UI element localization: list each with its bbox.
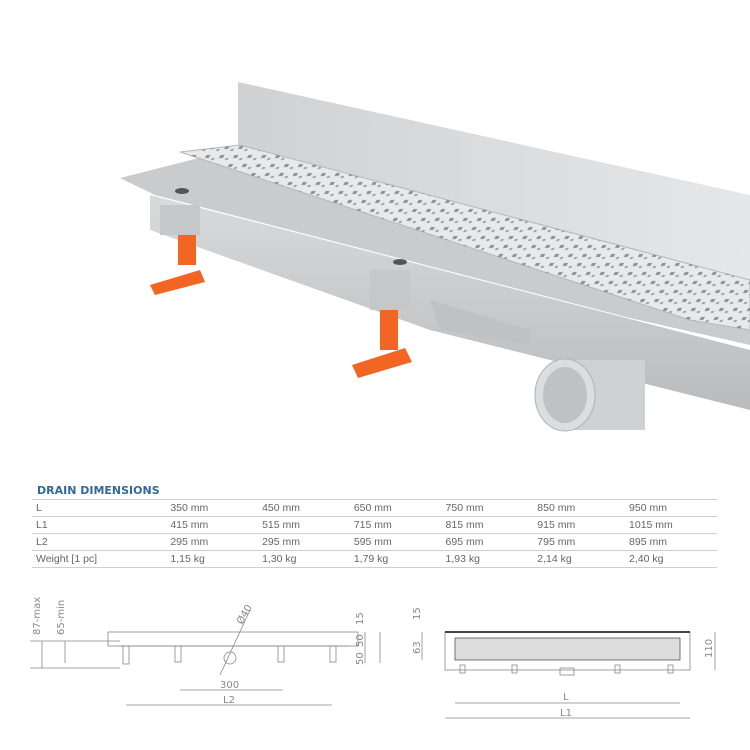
- row-label: L1: [32, 516, 167, 534]
- cell-value: 2,40 kg: [625, 550, 717, 568]
- cell-value: 2,14 kg: [533, 550, 626, 568]
- cell-value: 1,15 kg: [166, 550, 259, 568]
- cell-value: 650 mm: [349, 499, 442, 517]
- top-label: 15: [355, 612, 366, 625]
- l2-label: L2: [223, 695, 235, 706]
- spacing-label: 300: [220, 680, 239, 691]
- cell-value: 750 mm: [441, 499, 534, 517]
- cell-value: 895 mm: [625, 533, 717, 551]
- foot-marks: [122, 645, 337, 665]
- cell-value: 595 mm: [349, 533, 442, 551]
- top-view-drawing: 15 63 110 L L1: [412, 607, 716, 719]
- width-label: 110: [704, 639, 715, 658]
- lower-label: 50: [355, 652, 366, 665]
- side-view-drawing: 87-max 65-min Ø40 15 50 50 300 L2: [30, 597, 381, 706]
- cell-value: 350 mm: [166, 499, 259, 517]
- drain-render: [120, 82, 750, 432]
- row-label: L2: [32, 533, 167, 551]
- cell-value: 850 mm: [533, 499, 626, 517]
- pipe-diameter-label: Ø40: [234, 603, 255, 627]
- max-height-label: 87-max: [32, 597, 43, 635]
- cell-value: 915 mm: [533, 516, 626, 534]
- row-label: L: [32, 499, 167, 517]
- grate: [454, 637, 681, 661]
- top-label: 15: [412, 607, 423, 620]
- cell-value: 295 mm: [258, 533, 350, 551]
- cell-value: 450 mm: [258, 499, 350, 517]
- product-photo: [120, 82, 750, 432]
- min-height-label: 65-min: [56, 600, 67, 635]
- orange-foot: [150, 235, 205, 295]
- cell-value: 295 mm: [166, 533, 259, 551]
- table-title: DRAIN DIMENSIONS: [37, 484, 160, 497]
- grate-label: 63: [412, 641, 423, 654]
- cell-value: 950 mm: [625, 499, 717, 517]
- cell-value: 1015 mm: [625, 516, 717, 534]
- l-label: L: [563, 692, 569, 703]
- mounting-clips: [459, 664, 674, 676]
- l1-label: L1: [560, 708, 572, 719]
- cell-value: 815 mm: [441, 516, 534, 534]
- cell-value: 795 mm: [533, 533, 626, 551]
- cell-value: 695 mm: [441, 533, 534, 551]
- cell-value: 415 mm: [166, 516, 259, 534]
- row-label: Weight [1 pc]: [32, 550, 167, 568]
- cell-value: 1,79 kg: [349, 550, 442, 568]
- cell-value: 715 mm: [349, 516, 442, 534]
- upper-label: 50: [355, 634, 366, 647]
- cell-value: 1,30 kg: [258, 550, 350, 568]
- outlet-pipe: [534, 358, 645, 432]
- pipe-circle: [223, 651, 237, 665]
- orange-foot: [352, 310, 412, 378]
- cell-value: 1,93 kg: [441, 550, 534, 568]
- cell-value: 515 mm: [258, 516, 350, 534]
